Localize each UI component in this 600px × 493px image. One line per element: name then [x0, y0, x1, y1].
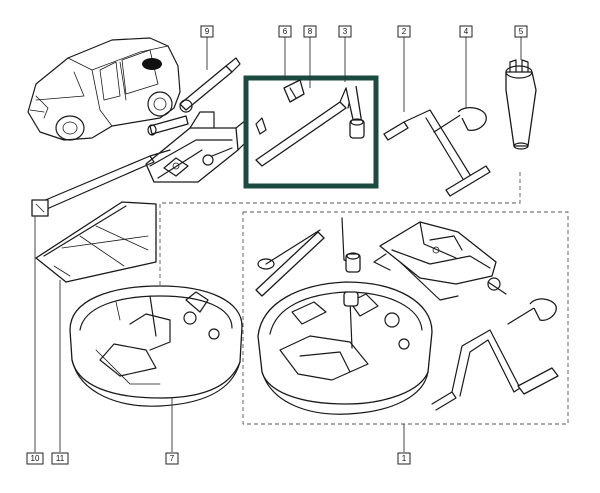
assembly-hook — [507, 298, 557, 325]
callout-label: 8 — [308, 27, 313, 36]
callout-label: 6 — [283, 27, 288, 36]
callout-9: 9 — [200, 25, 214, 38]
callout-label: 3 — [343, 27, 348, 36]
tube-part-5 — [505, 59, 537, 150]
callout-3: 3 — [338, 25, 352, 38]
assembly-tray-part-1 — [257, 281, 433, 415]
highlighted-wheel-brace — [243, 75, 379, 189]
callout-label: 4 — [464, 27, 469, 36]
wheel-brace-part-9 — [147, 57, 241, 136]
strap-part-10 — [31, 149, 171, 217]
callout-label: 7 — [170, 454, 175, 463]
callout-label: 2 — [402, 27, 407, 36]
callout-label: 5 — [519, 27, 524, 36]
callout-label: 1 — [402, 454, 407, 463]
callout-7: 7 — [165, 452, 179, 465]
highlight-frame — [243, 75, 379, 189]
crank-handle-part-2 — [383, 109, 491, 197]
callout-1: 1 — [397, 452, 411, 465]
scissor-jack-small — [145, 111, 247, 183]
assembly-scissor-jack — [373, 221, 507, 301]
callout-label: 10 — [31, 454, 40, 463]
hook-part-4 — [433, 106, 487, 133]
callout-label: 9 — [205, 27, 210, 36]
callout-label: 11 — [56, 454, 65, 463]
callout-11: 11 — [51, 452, 69, 465]
spare-wheel-tray-part-7 — [69, 285, 243, 407]
callout-6: 6 — [278, 25, 292, 38]
car-illustration — [27, 37, 181, 141]
assembly-crank-handle — [431, 329, 559, 411]
tool-bag-part-11 — [35, 201, 157, 283]
assembly-socket-brace — [341, 217, 361, 273]
leader-lines — [34, 36, 522, 452]
callout-2: 2 — [397, 25, 411, 38]
callout-10: 10 — [26, 452, 44, 465]
assembly-dashed-frame — [159, 170, 569, 425]
callout-4: 4 — [459, 25, 473, 38]
callout-5: 5 — [514, 25, 528, 38]
assembly-long-bar — [255, 229, 325, 297]
callout-8: 8 — [303, 25, 317, 38]
